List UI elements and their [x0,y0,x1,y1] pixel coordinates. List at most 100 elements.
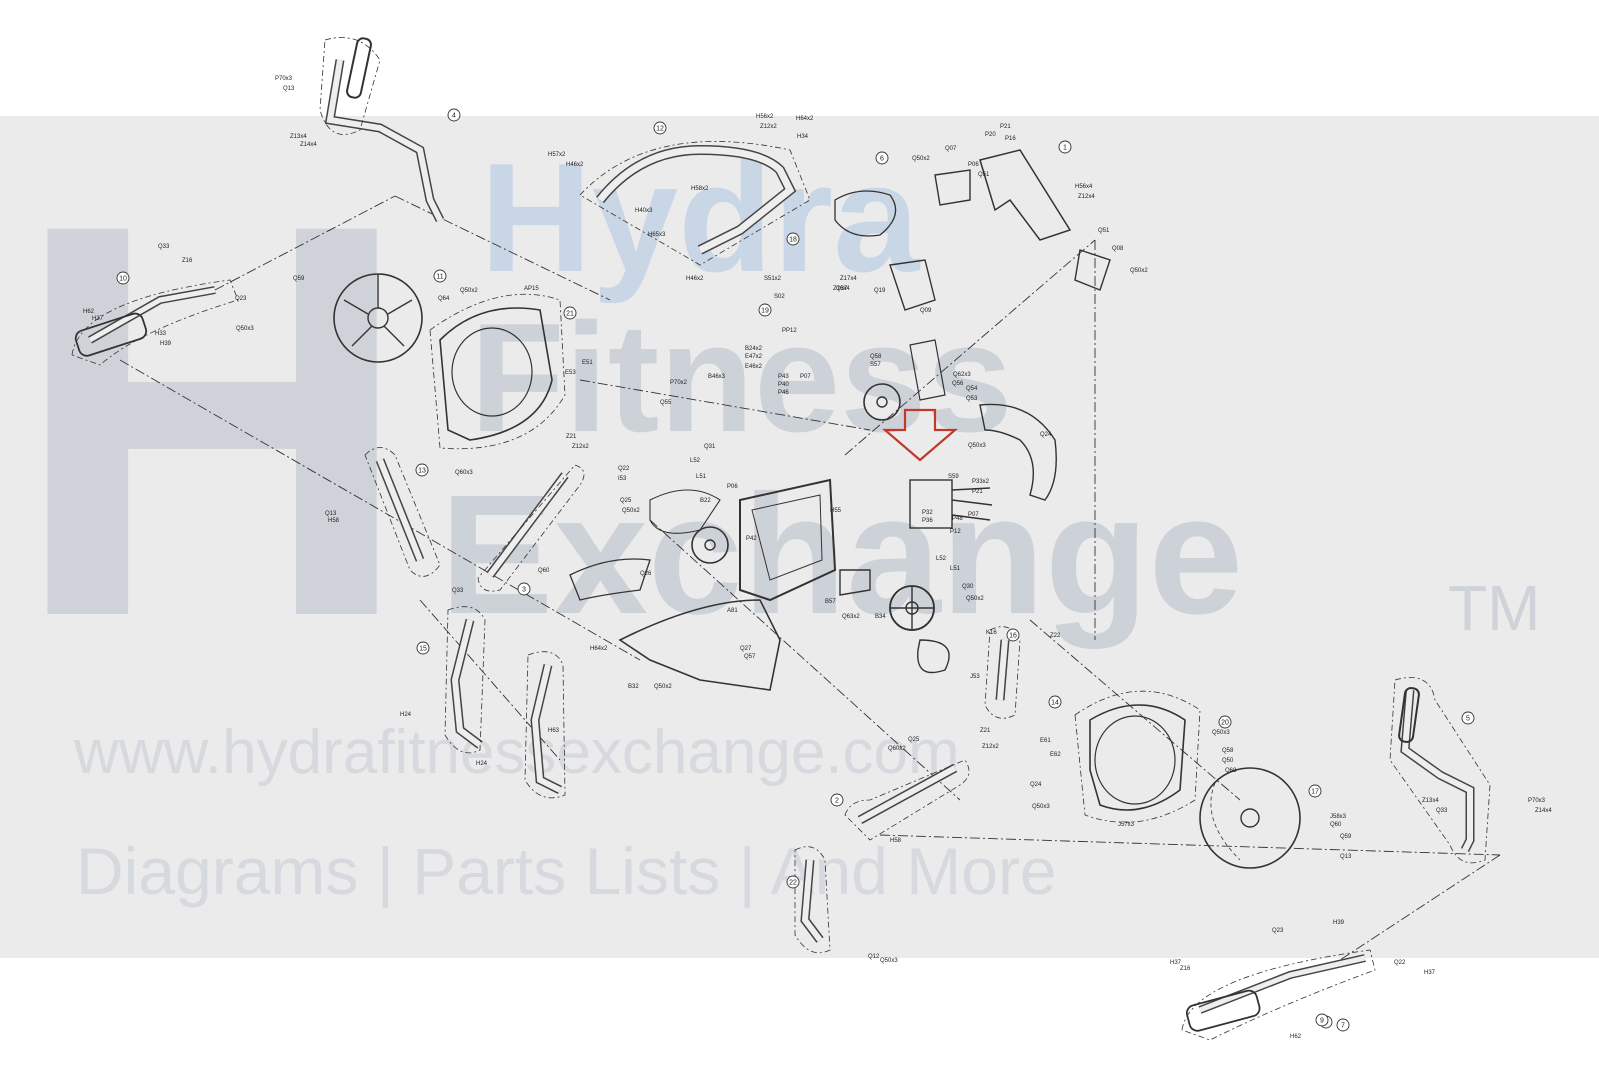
part-number-circle [447,108,461,122]
left-crank-arm [364,447,441,577]
part-number-text: 6 [880,156,884,163]
callout-label: Z21 [566,434,577,440]
callout-label: A81 [727,608,738,614]
callout-label: H37 [1170,960,1182,966]
part-number-bubbles: 12345678910111213141516171819202122 [116,108,1475,1032]
part-number-text: 16 [1009,633,1017,640]
part-number-text: 4 [452,113,456,120]
callout-label: H37 [1424,970,1436,976]
callout-label: Q23 [1272,928,1284,934]
right-pedal-arm [1181,949,1376,1041]
callout-label: S02 [774,294,785,300]
watermark-word-fitness: Fitness [470,291,1013,464]
part-number-bubble: 22 [786,875,800,889]
callout-label: J53 [970,674,980,680]
callout-label: P32 [922,510,933,516]
callout-label: L52 [936,556,947,562]
right-upper-arm [1389,677,1491,864]
watermark-logo-letter: H [10,107,414,733]
part-number-bubble: 18 [786,232,800,246]
callout-label: Z14x4 [1535,808,1552,814]
callout-label: L51 [696,474,707,480]
callout-label: Q64 [438,296,450,302]
part-number-text: 18 [789,237,797,244]
callout-label: H56x4 [1075,184,1093,190]
callout-label: Q50x2 [1130,268,1148,274]
part-number-bubble: 12 [653,121,667,135]
callout-label: Q50x3 [968,443,986,449]
callout-label: P12 [950,529,961,535]
part-number-circle [416,641,430,655]
part-number-circle [1315,1013,1329,1027]
callout-label: Q25 [620,498,632,504]
callout-label: Q60x2 [888,746,906,752]
callout-label: Q63x2 [842,614,860,620]
callout-label: H39 [1333,920,1345,926]
callout-label: Q58 [870,354,882,360]
callout-label: P07 [968,512,979,518]
left-upper-arm [319,37,445,223]
callout-label: S57 [870,362,881,368]
part-number-bubble: 10 [116,271,130,285]
left-shroud [429,293,566,450]
part-number-circle [415,463,429,477]
callout-label: Q59 [293,276,305,282]
callout-label: H33 [155,331,167,337]
left-disc-cover [333,273,423,363]
part-number-bubble: 19 [758,303,772,317]
part-number-circle [786,875,800,889]
callout-label: Q07 [945,146,957,152]
callout-label: B46x3 [708,374,726,380]
callout-label: H24 [400,712,412,718]
callout-label: E46x2 [745,364,763,370]
callout-label: Q60 [538,568,550,574]
callout-label: Q58 [1222,748,1234,754]
callout-label: H65x3 [648,232,666,238]
part-number-bubble: 13 [415,463,429,477]
callout-label: B34 [875,614,886,620]
callout-label: P70x2 [670,380,688,386]
left-connecting-link [477,464,585,592]
callout-label: Z22 [1050,633,1061,639]
callout-label: Q51 [1098,228,1110,234]
part-number-circle [1308,784,1322,798]
callout-label: Z17x4 [840,276,857,282]
right-lower-upright [794,846,831,954]
part-number-text: 22 [789,880,797,887]
callout-label: Z13x4 [290,134,307,140]
part-number-text: 12 [656,126,664,133]
callout-label: Q25 [908,737,920,743]
callout-label: Q57 [744,654,756,660]
part-number-bubble: 2 [830,793,844,807]
callout-label: L52 [690,458,701,464]
callout-label: H56x2 [756,114,774,120]
left-lower-upright [444,606,486,754]
callout-label: H63 [548,728,560,734]
part-number-circle [1218,715,1232,729]
part-number-circle [1336,1018,1350,1032]
callout-label: Q50x2 [460,288,478,294]
callout-label: Q27 [740,646,752,652]
callout-label: PP12 [782,328,797,334]
callout-label: Q24 [1030,782,1042,788]
callout-label: Q08 [1112,246,1124,252]
callout-label: H62 [83,309,95,315]
top-handlebar [579,141,811,266]
part-number-text: 3 [522,587,526,594]
part-number-bubble: 17 [1308,784,1322,798]
callout-label: S59 [948,474,959,480]
callout-label: H64x2 [796,116,814,122]
callout-label: H57x2 [548,152,566,158]
callout-label: Z12x4 [1078,194,1095,200]
callout-label: H46x2 [686,276,704,282]
part-number-circle [758,303,772,317]
callout-label: P21 [972,489,983,495]
callout-label: Q50x2 [654,684,672,690]
callout-label: Q54 [966,386,978,392]
callout-label: E51 [582,360,593,366]
callout-label: P70x3 [1528,798,1546,804]
callout-label: P16 [1005,136,1016,142]
callout-label: P43 [778,374,789,380]
part-number-text: 2 [835,798,839,805]
